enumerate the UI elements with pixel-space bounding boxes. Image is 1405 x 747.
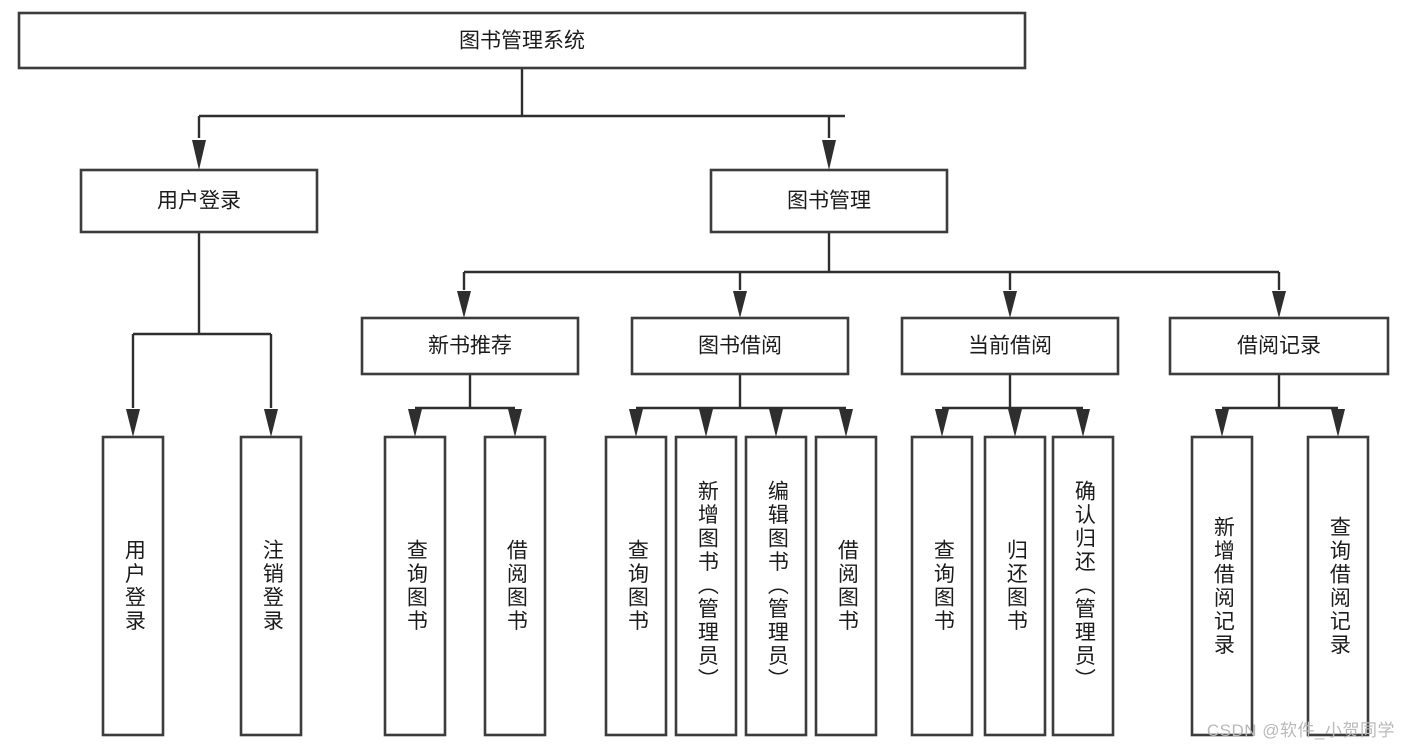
- arrow-head-borrow-record: [1272, 291, 1286, 318]
- arrow-head-leaf-add-book-admin: [699, 409, 713, 437]
- arrow-head-book-manage: [822, 140, 836, 170]
- node-label-book-borrow: 图书借阅: [698, 335, 782, 358]
- node-box-book-borrow[interactable]: [630, 316, 850, 376]
- arrow-head-leaf-confirm-return-admin: [1076, 409, 1090, 437]
- node-box-book-manage[interactable]: [709, 168, 949, 234]
- arrow-head-leaf-edit-book-admin: [769, 409, 783, 437]
- arrow-head-book-borrow: [733, 291, 747, 318]
- node-box-borrow-record[interactable]: [1168, 316, 1390, 376]
- arrow-head-leaf-add-borrow-record: [1215, 409, 1229, 437]
- node-label-new-book-recommend: 新书推荐: [428, 335, 512, 358]
- node-box-new-book-recommend[interactable]: [360, 316, 580, 376]
- connector-group-book-borrow: [629, 374, 853, 437]
- node-box-leaf-borrow-book-rec[interactable]: [483, 435, 547, 737]
- node-label-borrow-record: 借阅记录: [1237, 335, 1321, 358]
- connector-group-user-login: [126, 232, 278, 437]
- node-box-leaf-logout-login[interactable]: [239, 435, 303, 737]
- node-box-root[interactable]: [17, 11, 1027, 70]
- arrow-head-leaf-query-book-rec: [408, 409, 422, 437]
- node-box-leaf-edit-book-admin[interactable]: [744, 435, 808, 737]
- arrow-head-leaf-user-login: [126, 409, 140, 437]
- node-box-leaf-return-book[interactable]: [983, 435, 1047, 737]
- node-box-leaf-add-book-admin[interactable]: [674, 435, 738, 737]
- node-box-leaf-query-borrow-record[interactable]: [1306, 435, 1370, 737]
- node-box-leaf-user-login[interactable]: [101, 435, 165, 737]
- node-label-current-borrow: 当前借阅: [968, 335, 1052, 358]
- node-box-leaf-add-borrow-record[interactable]: [1190, 435, 1254, 737]
- arrow-head-leaf-return-book: [1008, 409, 1022, 437]
- connector-group-new-book-recommend: [408, 374, 522, 437]
- arrow-head-new-book-recommend: [457, 291, 471, 318]
- node-box-leaf-query-book-borrow[interactable]: [604, 435, 668, 737]
- node-label-root: 图书管理系统: [459, 30, 585, 53]
- node-label-book-manage: 图书管理: [787, 190, 871, 213]
- arrow-head-leaf-borrow-book-rec: [508, 409, 522, 437]
- arrow-head-leaf-query-borrow-record: [1331, 409, 1345, 437]
- arrow-head-leaf-borrow-book: [839, 409, 853, 437]
- node-box-leaf-borrow-book[interactable]: [814, 435, 878, 737]
- connector-group-borrow-record: [1215, 374, 1345, 437]
- node-box-leaf-confirm-return-admin[interactable]: [1051, 435, 1115, 737]
- node-label-user-login: 用户登录: [157, 190, 241, 213]
- node-box-leaf-query-book-cur[interactable]: [910, 435, 974, 737]
- connector-group-book-manage: [457, 232, 1286, 318]
- node-box-current-borrow[interactable]: [900, 316, 1120, 376]
- csdn-watermark: CSDN @软件_小贺同学: [1206, 721, 1395, 740]
- connector-group-root: [192, 68, 845, 170]
- arrow-head-user-login: [192, 140, 206, 170]
- node-box-leaf-query-book-rec[interactable]: [383, 435, 447, 737]
- arrow-head-current-borrow: [1003, 291, 1017, 318]
- node-boxes: 图书管理系统 用户登录 图书管理 新书推荐 图书借阅 当前借阅 借阅记录: [17, 11, 1390, 737]
- node-box-user-login[interactable]: [79, 168, 319, 234]
- arrow-head-leaf-query-book-cur: [935, 409, 949, 437]
- arrow-head-leaf-query-book-borrow: [629, 409, 643, 437]
- connector-group-current-borrow: [935, 374, 1090, 437]
- arrow-head-leaf-logout-login: [264, 409, 278, 437]
